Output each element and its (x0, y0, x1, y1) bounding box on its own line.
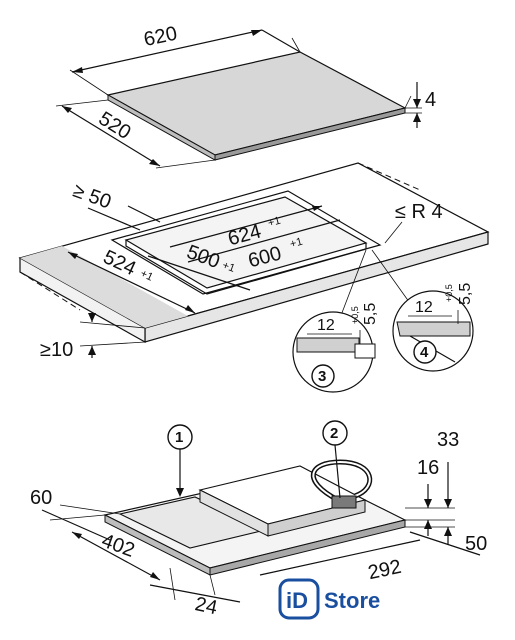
dim-worktop-min: ≥10 (40, 339, 73, 361)
detail-4-height: 5,5 (457, 283, 474, 305)
dim-depth-520: 520 (95, 108, 135, 144)
dim-width-620: 620 (142, 23, 179, 51)
callout-2: 2 (330, 425, 338, 442)
worktop-cutout-view: ≥ 50 ≤ R 4 624 +1 600 +1 500 +1 524 +1 ≥… (18, 162, 490, 361)
brand-mark: iD (286, 588, 308, 613)
detail-3-number: 3 (318, 368, 326, 385)
detail-3-height: 5,5 (362, 303, 379, 325)
detail-3-circle: 12 5,5 +0,5 3 (292, 303, 379, 393)
cooktop-bottom-view: 1 2 33 16 60 402 24 (30, 420, 487, 619)
cooktop-top-view: 620 520 4 (55, 23, 436, 169)
dim-corner-radius: ≤ R 4 (395, 201, 443, 223)
dim-inner-width-tol: +1 (289, 236, 304, 251)
detail-4-width: 12 (415, 299, 433, 316)
detail-4-number: 4 (420, 344, 429, 361)
brand-text: Store (324, 588, 380, 613)
dim-60: 60 (30, 487, 52, 509)
detail-4-height-tol: +0,5 (444, 284, 454, 302)
dim-outer-width-tol: +1 (267, 215, 282, 230)
dim-33: 33 (437, 429, 459, 451)
dim-16: 16 (417, 457, 439, 479)
detail-3-width: 12 (317, 317, 335, 334)
callout-1: 1 (175, 429, 183, 446)
dim-24: 24 (193, 593, 219, 619)
worktop-shaded-strip (20, 246, 188, 328)
dim-inner-depth-tol: +1 (221, 259, 237, 275)
detail-4-circle: 12 5,5 +0,5 4 (392, 283, 474, 372)
dim-outer-depth-tol: +1 (138, 268, 154, 284)
brand-watermark: iD Store (278, 578, 380, 620)
glass-panel-top (106, 51, 407, 156)
dim-thickness-4: 4 (425, 89, 436, 111)
brand-mark-box (278, 578, 320, 620)
dim-292: 292 (366, 556, 403, 584)
dim-back-clearance: ≥ 50 (70, 180, 114, 214)
dim-50: 50 (465, 533, 487, 555)
detail-3-height-tol: +0,5 (350, 306, 360, 324)
